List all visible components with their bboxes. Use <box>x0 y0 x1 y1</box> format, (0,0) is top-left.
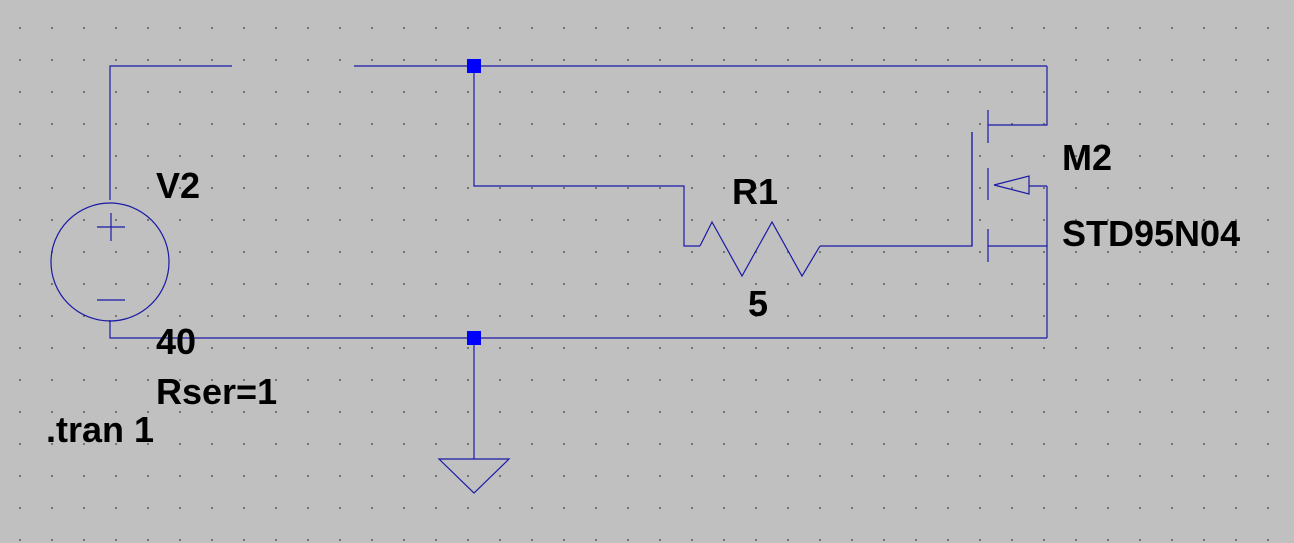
wire-to-gate[interactable] <box>820 132 973 247</box>
wire-source-to-ground-rail[interactable] <box>988 245 1048 338</box>
source-rser-label[interactable]: Rser=1 <box>156 371 278 412</box>
wire-left-top[interactable] <box>109 65 232 200</box>
junction-bottom[interactable] <box>467 331 481 345</box>
resistor-value-label[interactable]: 5 <box>748 283 769 324</box>
wire-bottom[interactable] <box>109 320 1047 339</box>
mosfet-name-label[interactable]: M2 <box>1062 137 1113 178</box>
resistor-symbol[interactable] <box>699 220 821 278</box>
source-name-label[interactable]: V2 <box>156 165 201 206</box>
mosfet-model-label[interactable]: STD95N04 <box>1062 213 1241 254</box>
mosfet-symbol[interactable] <box>971 110 1048 262</box>
wire-to-resistor[interactable] <box>473 66 700 247</box>
wire-drain[interactable] <box>988 66 1048 126</box>
mosfet-arrow <box>993 175 1030 195</box>
resistor-name-label[interactable]: R1 <box>732 171 779 212</box>
voltage-source-symbol[interactable] <box>50 202 170 322</box>
junction-top[interactable] <box>467 59 481 73</box>
spice-directive-label[interactable]: .tran 1 <box>46 409 155 450</box>
source-value-label[interactable]: 40 <box>156 321 197 362</box>
ground-symbol[interactable] <box>437 458 511 494</box>
